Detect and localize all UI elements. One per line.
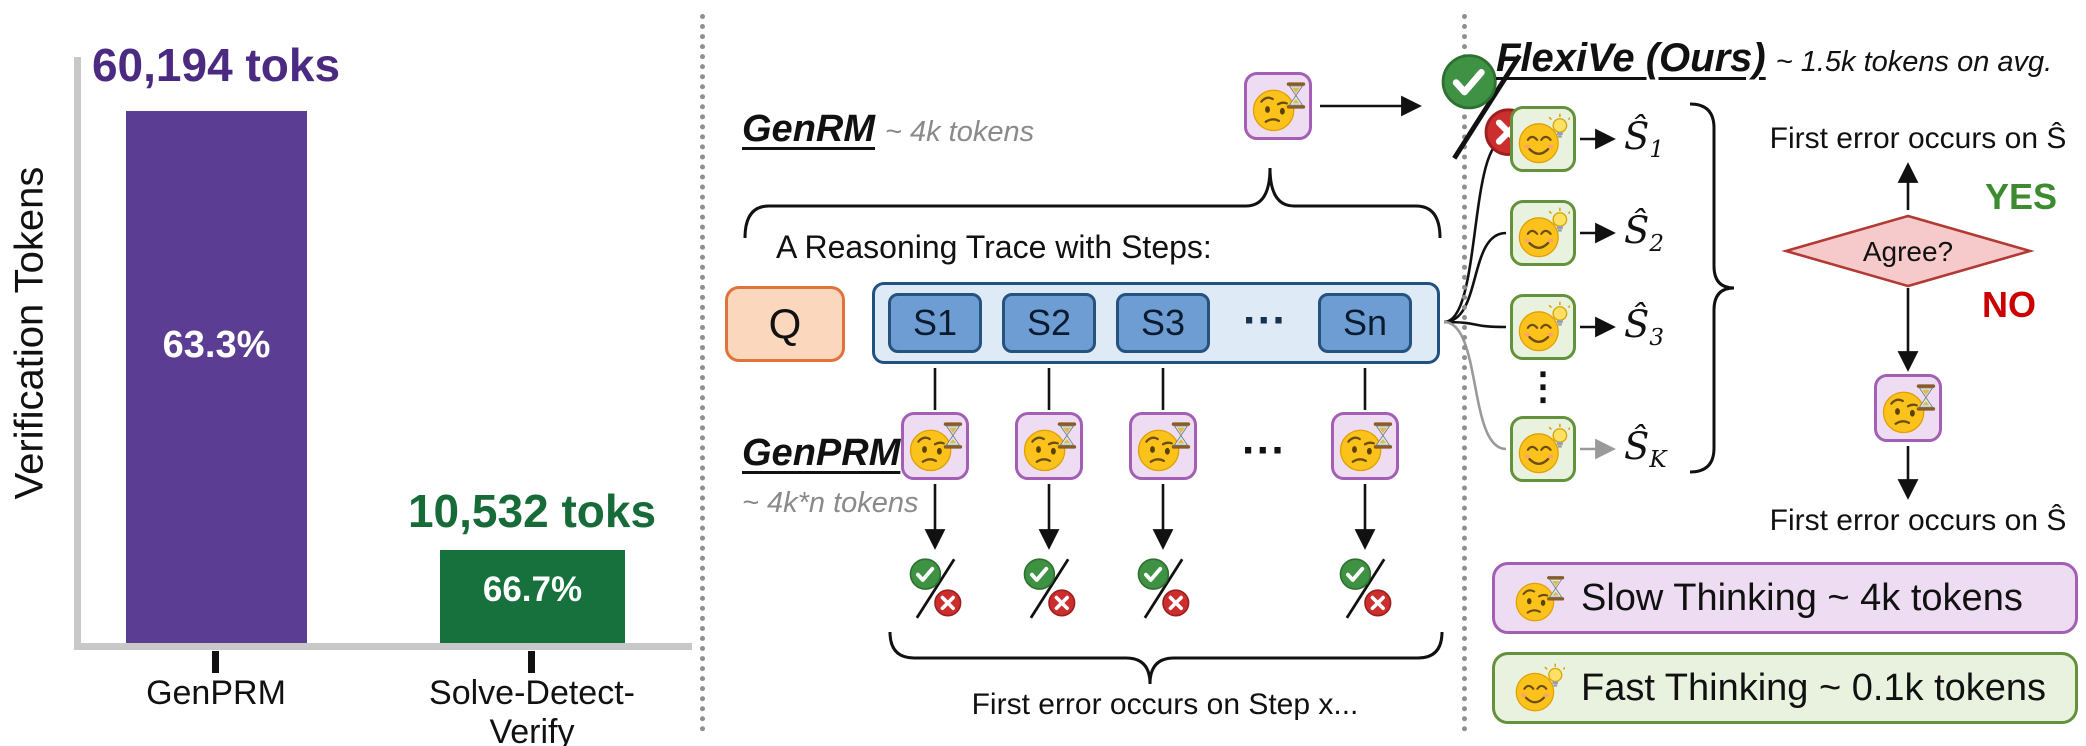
trace-to-fast-verifier-curve: [1443, 320, 1507, 329]
verdict-check-cross-icon: [1333, 556, 1397, 620]
legend-slow-thinking: Slow Thinking ~ 4k tokens: [1492, 562, 2078, 634]
bar-value-solve-detect-verify: 10,532 toks: [407, 485, 657, 537]
s-hat-k: ŜK: [1624, 424, 1667, 474]
s-hat-3: Ŝ3: [1624, 302, 1664, 352]
slow-thinking-icon: [1135, 418, 1191, 474]
flexive-slow-verifier-box: [1874, 374, 1942, 442]
fast-thinking-icon: [1516, 206, 1570, 260]
step-box-s1: S1: [888, 293, 982, 353]
flexive-token-cost: ~ 1.5k tokens on avg.: [1775, 46, 2053, 78]
fast-verifier-vdots: ⋮: [1524, 366, 1562, 408]
trace-to-fast-verifier-curve-gray: [1443, 320, 1507, 451]
genrm-token-cost: ~ 4k tokens: [885, 116, 1035, 148]
fast-verifier-box-2: [1510, 200, 1576, 266]
question-box: Q: [725, 286, 845, 362]
genprm-verifier-box-3: [1129, 412, 1197, 480]
fast-verifier-box-3: [1510, 294, 1576, 360]
verdict-check-cross-icon: [903, 556, 967, 620]
first-error-bottom-text: First error occurs on Ŝ: [1769, 504, 2067, 537]
fast-verifier-box-k: [1510, 416, 1576, 482]
x-category-genprm: GenPRM: [146, 674, 286, 712]
bar-solve-detect-verify: 66.7%: [440, 550, 625, 643]
first-error-step-text: First error occurs on Step x...: [971, 688, 1359, 721]
step-label: S3: [1140, 302, 1186, 343]
trace-title: A Reasoning Trace with Steps:: [776, 229, 1212, 265]
bar-genprm: 63.3%: [126, 111, 307, 643]
legend-slow-label: Slow Thinking ~ 4k tokens: [1581, 576, 2023, 619]
genrm-brace: [743, 167, 1442, 239]
trace-ellipsis: ···: [1243, 296, 1287, 345]
x-axis-line: [74, 643, 692, 650]
step-box-s2: S2: [1002, 293, 1096, 353]
panel-divider-left: [700, 14, 705, 732]
x-tick-genprm: [212, 651, 219, 673]
flexive-title: FlexiVe (Ours): [1496, 36, 1766, 80]
bar-value-genprm: 60,194 toks: [91, 39, 341, 91]
genrm-label: GenRM: [742, 108, 875, 150]
bar-percent-solve-detect-verify: 66.7%: [482, 570, 583, 610]
genprm-label: GenPRM: [742, 432, 901, 474]
first-error-top-text: First error occurs on Ŝ: [1769, 122, 2067, 155]
legend-fast-label: Fast Thinking ~ 0.1k tokens: [1581, 666, 2047, 709]
slow-thinking-icon: [1021, 418, 1077, 474]
legend-fast-thinking: Fast Thinking ~ 0.1k tokens: [1492, 652, 2078, 724]
verdict-check-cross-icon: [1017, 556, 1081, 620]
y-axis-line: [74, 57, 81, 650]
step-box-s3: S3: [1116, 293, 1210, 353]
fast-verifier-box-1: [1510, 106, 1576, 172]
question-label: Q: [768, 300, 802, 347]
y-axis-label: Verification Tokens: [7, 166, 52, 500]
genrm-heading: GenRM ~ 4k tokens: [742, 108, 1034, 151]
flexive-heading: FlexiVe (Ours) ~ 1.5k tokens on avg.: [1496, 36, 2052, 81]
trace-to-fast-verifier-curve: [1443, 231, 1507, 324]
s-hat-2: Ŝ2: [1624, 208, 1664, 258]
genprm-verifier-box-1: [901, 412, 969, 480]
s-hat-brace: [1689, 102, 1735, 474]
genprm-verifier-box-n: [1331, 412, 1399, 480]
verdict-check-cross-icon: [1131, 556, 1195, 620]
x-category-solve-detect-verify: Solve-Detect-Verify: [429, 674, 635, 746]
slow-thinking-icon: [1880, 380, 1936, 436]
step-label: S1: [912, 302, 958, 343]
bar-percent-genprm: 63.3%: [162, 323, 271, 366]
s-hat-1: Ŝ1: [1624, 114, 1664, 164]
agree-no-label: NO: [1982, 284, 2036, 325]
panel-divider-right: [1462, 14, 1467, 732]
trace-to-fast-verifier-curve: [1443, 137, 1507, 324]
fast-thinking-icon: [1516, 422, 1570, 476]
slow-thinking-icon: [907, 418, 963, 474]
slow-thinking-icon: [1513, 572, 1565, 624]
first-error-brace: [888, 631, 1444, 685]
genprm-heading: GenPRM ~ 4k*n tokens: [742, 432, 919, 520]
slow-thinking-icon: [1337, 418, 1393, 474]
step-label: S2: [1026, 302, 1072, 343]
genprm-token-cost: ~ 4k*n tokens: [742, 487, 919, 519]
genprm-ellipsis: ···: [1242, 426, 1286, 475]
genprm-verifier-box-2: [1015, 412, 1083, 480]
x-tick-solve-detect-verify: [528, 651, 535, 673]
step-label: Sn: [1342, 302, 1388, 343]
genrm-slow-verifier-box: [1244, 72, 1312, 140]
fast-thinking-icon: [1516, 300, 1570, 354]
agree-question-label: Agree?: [1862, 236, 1954, 267]
step-box-sn: Sn: [1318, 293, 1412, 353]
fast-thinking-icon: [1516, 112, 1570, 166]
agree-yes-label: YES: [1985, 176, 2058, 217]
slow-thinking-icon: [1250, 78, 1306, 134]
fast-thinking-icon: [1513, 662, 1565, 714]
